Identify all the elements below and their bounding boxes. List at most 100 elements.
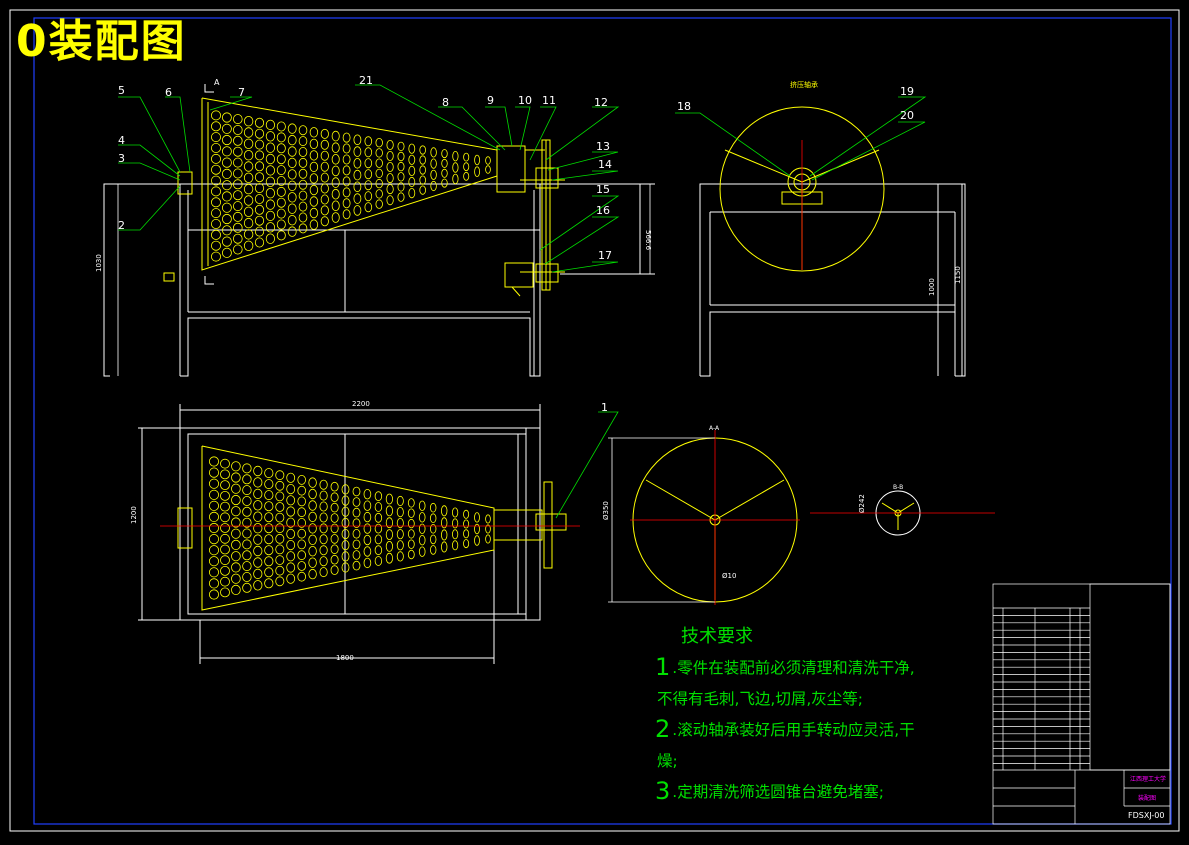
perforation-hole [254, 161, 265, 172]
perforation-hole [363, 489, 372, 500]
perforation-hole [319, 534, 328, 545]
perforation-hole [319, 545, 328, 556]
perforation-hole [320, 205, 329, 216]
perforation-hole [309, 207, 319, 219]
perforation-hole [220, 544, 230, 555]
perforation-hole [231, 472, 241, 483]
perforation-hole [309, 219, 319, 230]
perforation-hole [253, 580, 263, 591]
perforation-hole [242, 517, 252, 528]
perforation-hole [352, 497, 361, 507]
perforation-hole [275, 480, 285, 491]
perforation-hole [452, 162, 459, 173]
perforation-hole [231, 584, 241, 596]
perforation-hole [385, 529, 393, 540]
perforation-hole [208, 456, 219, 467]
perforation-hole [308, 511, 317, 523]
perforation-hole [243, 127, 254, 138]
perforation-hole [309, 184, 319, 196]
perforation-hole [286, 506, 296, 517]
perforation-hole [353, 205, 362, 216]
perforation-hole [463, 519, 470, 529]
perforation-hole [276, 143, 286, 154]
perforation-hole [264, 501, 274, 512]
perforation-hole [233, 114, 243, 125]
side-view-caption: 挤压轴承 [790, 81, 818, 89]
perforation-hole [210, 251, 221, 262]
perforation-hole [485, 156, 491, 165]
perforation-hole [298, 136, 308, 147]
perforation-hole [397, 192, 405, 202]
perforation-hole [375, 158, 383, 168]
perforation-hole [265, 119, 275, 131]
perforation-hole [419, 155, 427, 165]
perforation-hole [264, 512, 274, 523]
perforation-hole [451, 518, 459, 529]
balloon-8: 8 [442, 96, 449, 109]
perforation-hole [342, 143, 351, 154]
perforation-hole [210, 208, 221, 219]
perforation-hole [341, 495, 350, 506]
perforation-hole [308, 523, 317, 534]
perforation-hole [265, 165, 275, 176]
perforation-hole [331, 130, 340, 142]
side-view [699, 106, 966, 377]
perforation-hole [242, 561, 252, 572]
perforation-hole [231, 483, 241, 494]
balloon-21: 21 [359, 74, 373, 87]
perforation-hole [430, 534, 437, 545]
perforation-hole [287, 123, 297, 134]
perforation-hole [265, 222, 275, 233]
perforation-hole [309, 161, 319, 173]
balloon-14: 14 [598, 158, 612, 171]
perforation-hole [210, 186, 221, 197]
perforation-hole [253, 568, 263, 580]
perforation-hole [374, 512, 383, 523]
perforation-hole [451, 529, 459, 540]
perforation-hole [330, 481, 339, 492]
perforation-hole [474, 166, 481, 178]
balloon-16: 16 [596, 204, 610, 217]
perforation-hole [474, 512, 480, 523]
perforation-hole [287, 203, 297, 214]
perforation-hole [474, 154, 481, 166]
tech-req-line: 燥; [657, 752, 678, 770]
dimension-inner-length: 1800 [336, 654, 354, 662]
perforation-hole [243, 206, 254, 218]
perforation-hole [385, 505, 393, 517]
perforation-hole [221, 236, 232, 247]
perforation-hole [210, 142, 221, 153]
perforation-hole [341, 540, 350, 551]
perforation-hole [286, 562, 296, 573]
inner-frame [33, 17, 1172, 825]
perforation-hole [221, 168, 232, 179]
perforation-hole [254, 237, 265, 248]
perforation-hole [418, 535, 426, 546]
perforation-hole [396, 551, 404, 562]
perforation-hole [441, 178, 448, 188]
perforation-hole [210, 110, 221, 121]
perforation-hole [210, 153, 221, 164]
perforation-hole [233, 190, 243, 201]
perforation-hole [418, 500, 426, 512]
tech-req-heading: 技术要求 [681, 626, 753, 647]
perforation-hole [220, 458, 230, 469]
perforation-hole [331, 154, 340, 165]
perforation-hole [364, 191, 373, 202]
top-view [138, 404, 580, 664]
perforation-hole [341, 528, 350, 540]
perforation-hole [364, 147, 373, 158]
perforation-hole [220, 490, 230, 501]
dimension-front-height: 1030 [95, 254, 103, 272]
perforation-hole [352, 518, 361, 528]
perforation-hole [243, 195, 254, 206]
perforation-hole [385, 541, 393, 552]
perforation-hole [286, 539, 296, 551]
perforation-hole [254, 193, 265, 204]
perforation-hole [485, 524, 491, 534]
perforation-hole [397, 161, 405, 172]
perforation-hole [221, 157, 232, 168]
section-b-label: B-B [893, 484, 904, 491]
perforation-hole [320, 194, 329, 205]
perforation-hole [386, 173, 394, 184]
